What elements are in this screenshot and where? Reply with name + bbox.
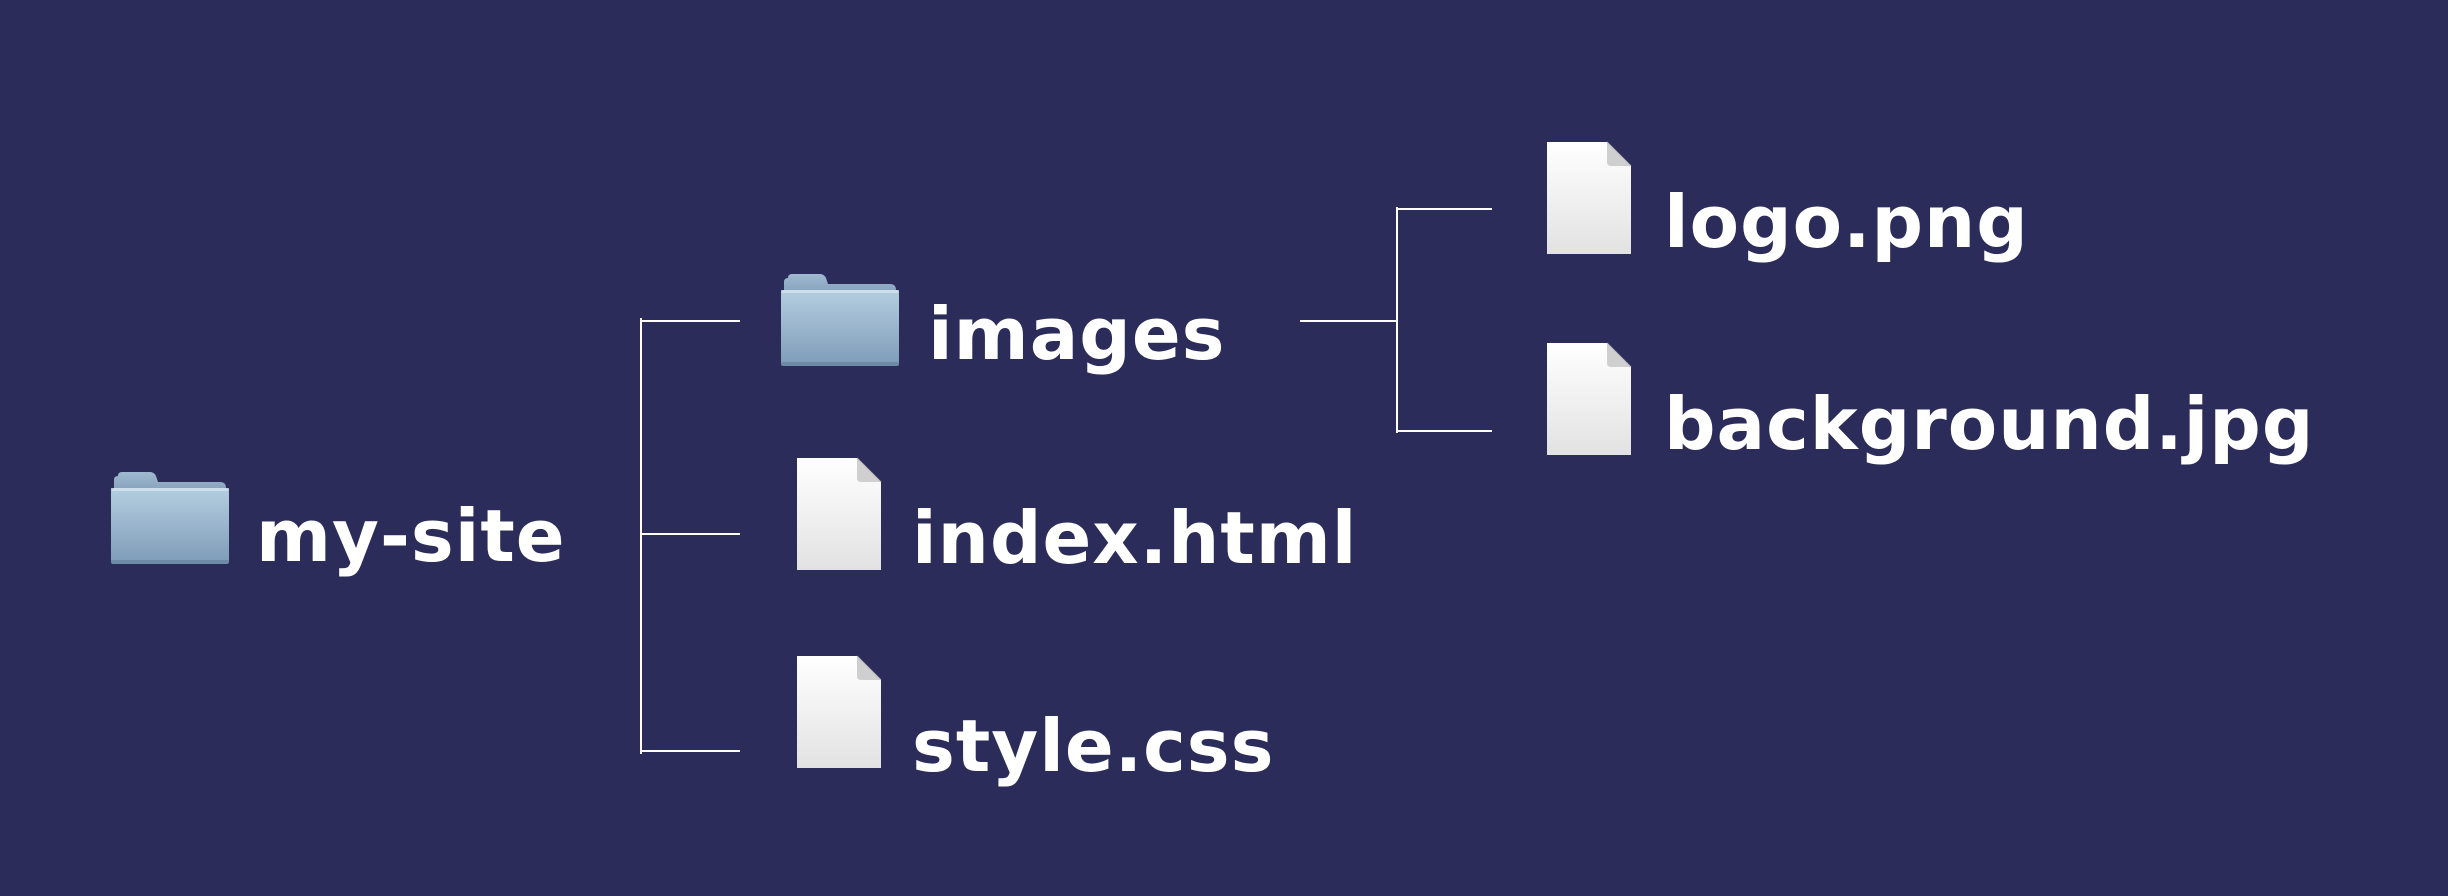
connector-root-vertical [640,318,642,754]
file-icon [797,457,882,570]
connector-background-jpg [1396,430,1492,432]
node-label: logo.png [1664,180,2029,264]
connector-style-css [640,750,740,752]
connector-images-vertical [1396,207,1398,433]
connector-index-html [640,533,740,535]
node-label: images [928,292,1226,376]
folder-icon [781,274,899,366]
connector-images-out [1300,320,1396,322]
node-label: my-site [256,494,566,578]
file-icon [797,655,882,768]
connector-images [640,320,740,322]
folder-icon [111,472,229,564]
file-icon [1547,141,1632,254]
connector-logo-png [1396,208,1492,210]
file-icon [1547,342,1632,455]
node-label: style.css [912,704,1275,788]
node-label: background.jpg [1664,382,2315,466]
node-label: index.html [912,496,1358,580]
